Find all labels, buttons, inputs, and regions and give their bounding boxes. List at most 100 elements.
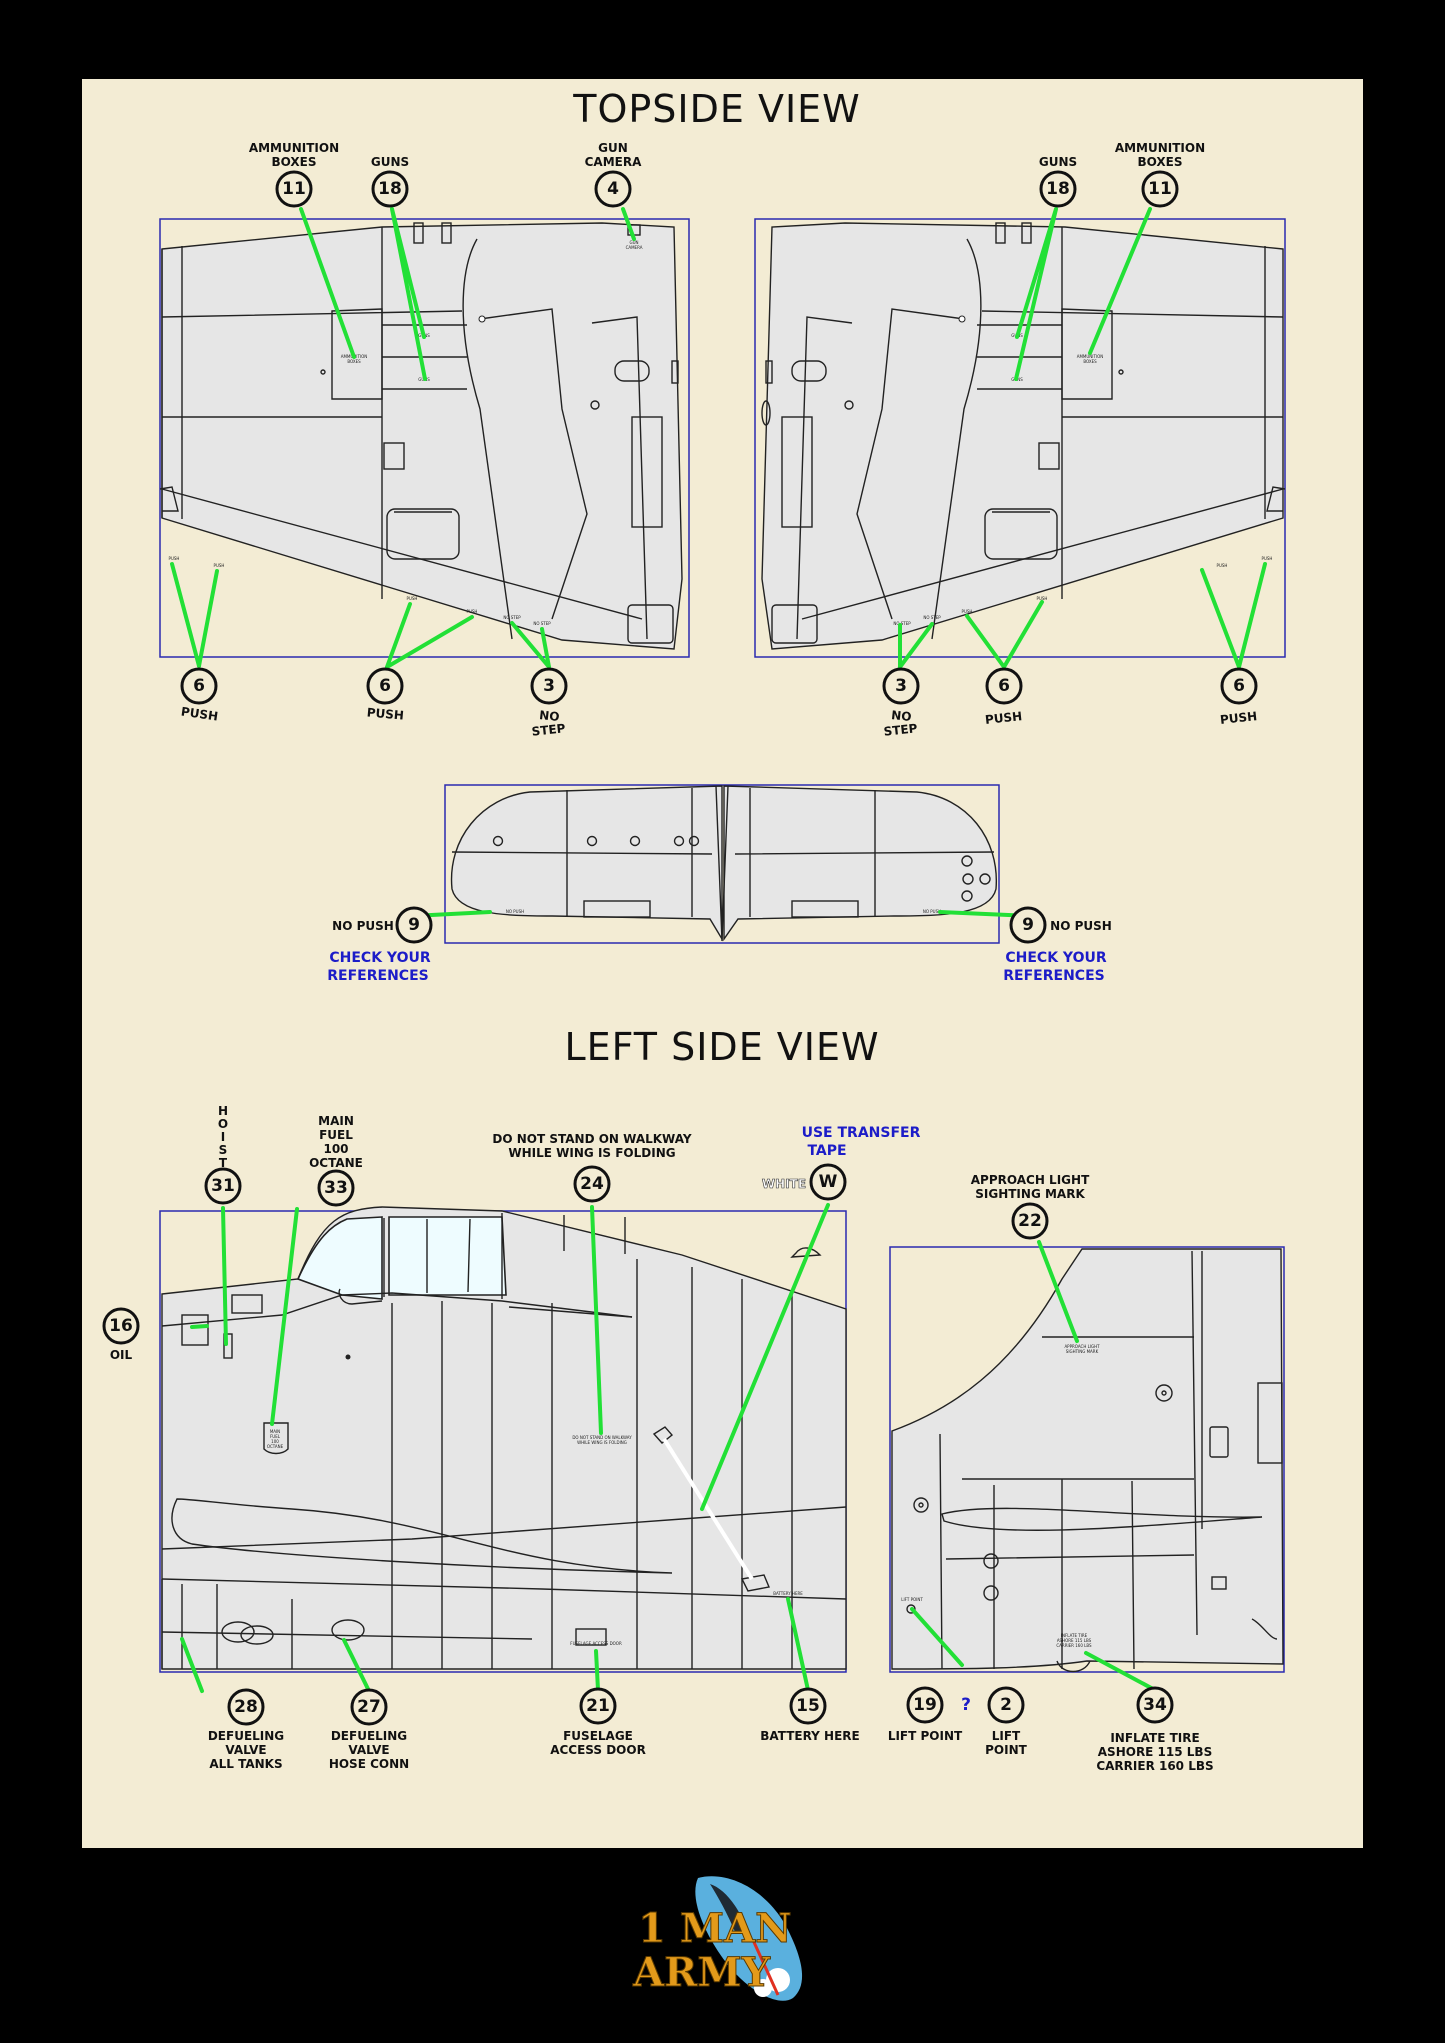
svg-text:PUSH: PUSH — [1217, 563, 1228, 568]
svg-text:ASHORE 115 LBS: ASHORE 115 LBS — [1057, 1638, 1092, 1643]
svg-text:PUSH: PUSH — [1262, 556, 1273, 561]
svg-text:ALL TANKS: ALL TANKS — [209, 1757, 282, 1771]
callout-push-b: 6 PUSH — [366, 667, 405, 723]
diagram-canvas: TOPSIDE VIEW LEFT SIDE VIEW AMMUNITION B… — [102, 87, 1286, 1773]
svg-text:BOXES: BOXES — [271, 155, 316, 169]
svg-text:DO NOT STAND ON WALKWAY: DO NOT STAND ON WALKWAY — [572, 1435, 632, 1440]
svg-text:3: 3 — [543, 676, 555, 696]
svg-text:W: W — [819, 1172, 838, 1192]
svg-text:4: 4 — [607, 179, 619, 199]
svg-text:FUSELAGE ACCESS DOOR: FUSELAGE ACCESS DOOR — [570, 1641, 622, 1646]
svg-text:PUSH: PUSH — [180, 705, 219, 724]
svg-text:SIGHTING MARK: SIGHTING MARK — [1066, 1349, 1099, 1354]
svg-text:NO STEP: NO STEP — [533, 621, 551, 626]
callout-ammunition-boxes-right: AMMUNITION BOXES 11 — [1115, 141, 1205, 208]
svg-text:SIGHTING MARK: SIGHTING MARK — [975, 1187, 1085, 1201]
svg-text:LIFT POINT: LIFT POINT — [901, 1597, 923, 1602]
callout-no-push-left: NO PUSH 9 CHECK YOUR REFERENCES — [327, 906, 433, 984]
svg-text:TAPE: TAPE — [807, 1143, 846, 1159]
svg-text:PUSH: PUSH — [1037, 596, 1048, 601]
svg-text:GUN: GUN — [598, 141, 628, 155]
svg-text:NO PUSH: NO PUSH — [923, 909, 941, 914]
svg-text:LIFT POINT: LIFT POINT — [888, 1729, 963, 1743]
callout-no-step-left: 3 NO STEP — [530, 667, 568, 739]
svg-text:NO STEP: NO STEP — [893, 621, 911, 626]
svg-text:NO STEP: NO STEP — [923, 615, 941, 620]
svg-text:HOSE CONN: HOSE CONN — [329, 1757, 409, 1771]
svg-text:BOXES: BOXES — [1137, 155, 1182, 169]
callout-lift-point-2: 2 LIFT POINT — [985, 1686, 1028, 1757]
svg-text:AMMUNITION: AMMUNITION — [1115, 141, 1205, 155]
svg-text:FUSELAGE: FUSELAGE — [563, 1729, 633, 1743]
topside-left-frame — [159, 218, 690, 658]
tail-side-view: APPROACH LIGHT SIGHTING MARK INFLATE TIR… — [889, 1246, 1285, 1673]
svg-text:FUEL: FUEL — [270, 1434, 281, 1439]
svg-text:CAMERA: CAMERA — [585, 155, 642, 169]
svg-text:DO NOT STAND ON WALKWAY: DO NOT STAND ON WALKWAY — [492, 1132, 692, 1146]
svg-text:WHITE: WHITE — [762, 1177, 806, 1191]
svg-text:GUNS: GUNS — [1039, 155, 1077, 169]
svg-text:27: 27 — [357, 1697, 381, 1717]
svg-text:6: 6 — [1233, 676, 1245, 696]
svg-text:22: 22 — [1018, 1211, 1042, 1231]
svg-text:NO: NO — [891, 708, 913, 724]
svg-text:APPROACH LIGHT: APPROACH LIGHT — [1064, 1344, 1100, 1349]
svg-text:11: 11 — [282, 179, 306, 199]
callout-guns-left: GUNS 18 — [371, 155, 409, 208]
svg-text:9: 9 — [1022, 915, 1034, 935]
logo-line-2: ARMY — [632, 1949, 771, 1996]
topside-view-title: TOPSIDE VIEW — [572, 87, 861, 131]
svg-text:INFLATE TIRE: INFLATE TIRE — [1061, 1633, 1088, 1638]
svg-text:PUSH: PUSH — [467, 609, 478, 614]
left-wing-skin — [161, 222, 683, 650]
svg-text:VALVE: VALVE — [225, 1743, 266, 1757]
svg-text:REFERENCES: REFERENCES — [1003, 968, 1104, 984]
callout-walkway: DO NOT STAND ON WALKWAY WHILE WING IS FO… — [492, 1132, 692, 1203]
svg-text:DEFUELING: DEFUELING — [208, 1729, 284, 1743]
svg-text:CHECK YOUR: CHECK YOUR — [1005, 950, 1106, 966]
svg-text:OIL: OIL — [110, 1348, 133, 1362]
svg-text:24: 24 — [580, 1174, 604, 1194]
topside-left-wing: AMMUNITION BOXES GUNS GUNS GUN CAMERA PU… — [159, 218, 690, 658]
svg-text:6: 6 — [193, 676, 205, 696]
svg-text:11: 11 — [1148, 179, 1172, 199]
svg-text:NO STEP: NO STEP — [503, 615, 521, 620]
decal-placement-sheet: TOPSIDE VIEW LEFT SIDE VIEW AMMUNITION B… — [82, 79, 1363, 1848]
svg-text:18: 18 — [378, 179, 402, 199]
svg-text:PUSH: PUSH — [214, 563, 225, 568]
svg-text:REFERENCES: REFERENCES — [327, 968, 428, 984]
svg-text:LIFT: LIFT — [992, 1729, 1021, 1743]
right-wing-skin — [761, 222, 1284, 650]
svg-text:APPROACH LIGHT: APPROACH LIGHT — [971, 1173, 1090, 1187]
svg-text:2: 2 — [1000, 1695, 1012, 1715]
callout-no-step-right: 3 NO STEP — [882, 667, 920, 739]
callout-battery-here: 15 BATTERY HERE — [760, 1687, 860, 1743]
svg-text:AMMUNITION: AMMUNITION — [1077, 354, 1104, 359]
svg-text:19: 19 — [913, 1695, 937, 1715]
svg-text:CHECK YOUR: CHECK YOUR — [329, 950, 430, 966]
svg-text:CARRIER 160 LBS: CARRIER 160 LBS — [1096, 1759, 1213, 1773]
svg-text:3: 3 — [895, 676, 907, 696]
callout-approach-light: APPROACH LIGHT SIGHTING MARK 22 — [971, 1173, 1090, 1240]
tail-fin-skin — [891, 1248, 1284, 1670]
svg-text:6: 6 — [379, 676, 391, 696]
svg-text:CARRIER 160 LBS: CARRIER 160 LBS — [1056, 1643, 1092, 1648]
svg-text:NO PUSH: NO PUSH — [1050, 919, 1112, 933]
right-stabilizer — [723, 785, 997, 942]
svg-text:28: 28 — [234, 1697, 258, 1717]
svg-text:PUSH: PUSH — [366, 705, 404, 722]
callout-fuselage-access-door: 21 FUSELAGE ACCESS DOOR — [550, 1687, 646, 1757]
svg-text:BATTERY HERE: BATTERY HERE — [760, 1729, 859, 1743]
svg-text:WHILE WING IS FOLDING: WHILE WING IS FOLDING — [508, 1146, 675, 1160]
svg-text:16: 16 — [109, 1316, 133, 1336]
svg-text:CAMERA: CAMERA — [626, 245, 643, 250]
svg-text:USE TRANSFER: USE TRANSFER — [802, 1125, 921, 1141]
svg-text:PUSH: PUSH — [962, 609, 973, 614]
svg-text:ASHORE 115 LBS: ASHORE 115 LBS — [1098, 1745, 1212, 1759]
svg-text:18: 18 — [1046, 179, 1070, 199]
windscreen — [296, 1216, 383, 1300]
callout-lift-point-19: 19 LIFT POINT — [888, 1686, 963, 1743]
svg-text:OCTANE: OCTANE — [309, 1156, 363, 1170]
svg-text:MAIN: MAIN — [270, 1429, 280, 1434]
svg-text:PUSH: PUSH — [169, 556, 180, 561]
